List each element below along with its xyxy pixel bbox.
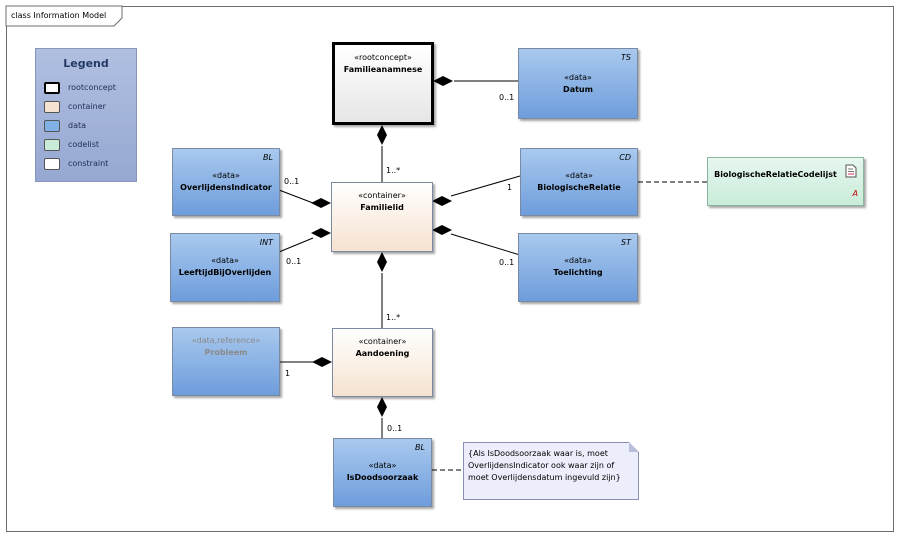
legend-title: Legend (63, 57, 109, 70)
abstract-tag: A (852, 189, 858, 198)
class-stereotype: «data» (565, 171, 593, 180)
class-stereotype: «data,reference» (191, 336, 261, 345)
type-tag: BL (263, 153, 273, 162)
legend-swatch-codelist (44, 139, 60, 151)
constraint-note[interactable]: {Als IsDoodsoorzaak waar is, moet Overli… (463, 442, 639, 500)
class-overlijdensindicator[interactable]: BL «data» OverlijdensIndicator (172, 148, 280, 216)
association-line (278, 237, 314, 253)
class-name: IsDoodsoorzaak (346, 473, 419, 482)
type-tag: ST (621, 238, 631, 247)
composition-diamond (377, 397, 387, 417)
class-name: Familielid (360, 203, 404, 212)
multiplicity-label: 0..1 (499, 93, 515, 102)
composition-diamond (432, 225, 452, 235)
association-line (450, 233, 521, 256)
class-stereotype: «container» (358, 191, 406, 200)
document-icon (845, 164, 857, 178)
class-name: LeeftijdBijOverlijden (178, 268, 272, 277)
legend-panel[interactable]: Legend rootconcept container data codeli… (35, 48, 137, 182)
legend-label: rootconcept (68, 83, 116, 92)
class-name: Toelichting (553, 268, 603, 277)
class-stereotype: «rootconcept» (354, 53, 412, 62)
note-text: {Als IsDoodsoorzaak waar is, moet Overli… (468, 449, 621, 482)
composition-diamond (311, 228, 331, 238)
class-stereotype: «data» (564, 256, 592, 265)
legend-label: codelist (68, 140, 100, 149)
class-biologischerelatiecodelijst[interactable]: BiologischeRelatieCodelijst A (707, 157, 864, 206)
multiplicity-label: 0..1 (387, 424, 403, 433)
multiplicity-label: 0..1 (286, 257, 302, 266)
class-name: Aandoening (355, 349, 410, 358)
class-stereotype: «container» (358, 337, 407, 346)
composition-diamond (311, 198, 331, 208)
class-name: Familieanamnese (343, 65, 423, 74)
multiplicity-label: 1 (507, 183, 513, 192)
composition-diamond (432, 196, 452, 206)
class-name: Probleem (204, 348, 248, 357)
multiplicity-label: 0..1 (284, 177, 300, 186)
class-isdoodsoorzaak[interactable]: BL «data» IsDoodsoorzaak (333, 438, 432, 507)
legend-label: constraint (68, 159, 109, 168)
class-stereotype: «data» (564, 73, 592, 82)
multiplicity-label: 0..1 (499, 258, 515, 267)
multiplicity-label: 1 (285, 369, 291, 378)
note-fold (629, 442, 639, 452)
class-stereotype: «data» (211, 256, 239, 265)
class-name: BiologischeRelatie (537, 183, 621, 192)
type-tag: TS (621, 53, 631, 62)
diagram-frame (6, 6, 894, 532)
multiplicity-label: 1..* (386, 166, 401, 175)
class-leeftijdbijoverlijden[interactable]: INT «data» LeeftijdBijOverlijden (170, 233, 280, 302)
association-line (450, 175, 521, 197)
class-aandoening[interactable]: «container» Aandoening (332, 328, 433, 397)
legend-swatch-container (44, 101, 60, 113)
legend-swatch-data (44, 120, 60, 132)
legend-swatch-rootconcept (44, 82, 60, 94)
type-tag: CD (619, 153, 631, 162)
legend-swatch-constraint (44, 158, 60, 170)
class-familieanamnese[interactable]: «rootconcept» Familieanamnese (332, 42, 434, 125)
legend-label: data (68, 121, 87, 130)
frame-title-tab (5, 5, 123, 27)
type-tag: BL (415, 443, 425, 452)
class-stereotype: «data» (212, 171, 240, 180)
class-probleem[interactable]: «data,reference» Probleem (172, 327, 280, 396)
class-name: Datum (563, 85, 593, 94)
multiplicity-label: 1..* (386, 313, 401, 322)
frame-title: class Information Model (11, 11, 107, 20)
class-biologischerelatie[interactable]: CD «data» BiologischeRelatie (520, 148, 638, 216)
composition-diamond (312, 357, 332, 367)
class-toelichting[interactable]: ST «data» Toelichting (518, 233, 638, 302)
composition-diamond (433, 76, 453, 86)
class-stereotype: «data» (368, 461, 397, 470)
legend-label: container (68, 102, 106, 111)
class-name: BiologischeRelatieCodelijst (714, 170, 837, 179)
composition-diamond (377, 125, 387, 145)
association-line (278, 189, 314, 204)
type-tag: INT (259, 238, 273, 247)
class-name: OverlijdensIndicator (180, 183, 272, 192)
class-datum[interactable]: TS «data» Datum (518, 48, 638, 119)
class-familielid[interactable]: «container» Familielid (331, 182, 433, 252)
composition-diamond (377, 252, 387, 272)
